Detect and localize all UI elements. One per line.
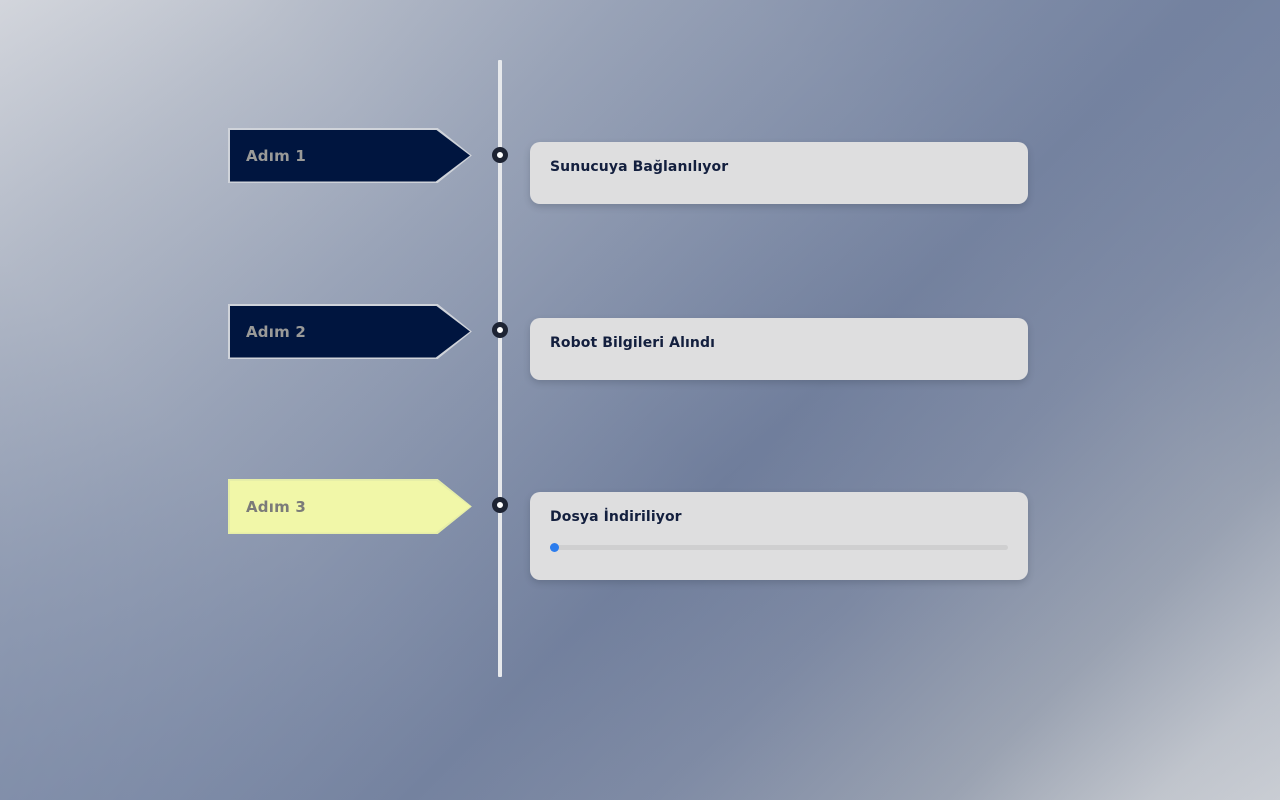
step-banner-1-label: Adım 1	[246, 146, 306, 165]
status-card-2[interactable]: Robot Bilgileri Alındı	[530, 318, 1028, 380]
status-card-1[interactable]: Sunucuya Bağlanılıyor	[530, 142, 1028, 204]
timeline-rail	[498, 60, 502, 677]
status-card-3-title: Dosya İndiriliyor	[550, 509, 682, 525]
step-banner-1-face	[229, 129, 471, 182]
step-banner-3[interactable]: Adım 3	[228, 479, 472, 534]
timeline-node-2	[492, 322, 508, 338]
step-banner-2-face	[229, 305, 471, 358]
step-banner-2[interactable]: Adım 2	[228, 304, 472, 359]
download-progress-indicator	[550, 543, 559, 552]
step-banner-3-face	[229, 480, 471, 533]
step-banner-3-label: Adım 3	[246, 497, 306, 516]
step-banner-2-label: Adım 2	[246, 322, 306, 341]
timeline-node-1	[492, 147, 508, 163]
timeline-node-3	[492, 497, 508, 513]
status-card-3[interactable]: Dosya İndiriliyor	[530, 492, 1028, 580]
status-card-2-title: Robot Bilgileri Alındı	[550, 335, 715, 351]
status-card-1-title: Sunucuya Bağlanılıyor	[550, 159, 729, 175]
step-banner-1[interactable]: Adım 1	[228, 128, 472, 183]
download-progress-bar	[550, 543, 1008, 552]
